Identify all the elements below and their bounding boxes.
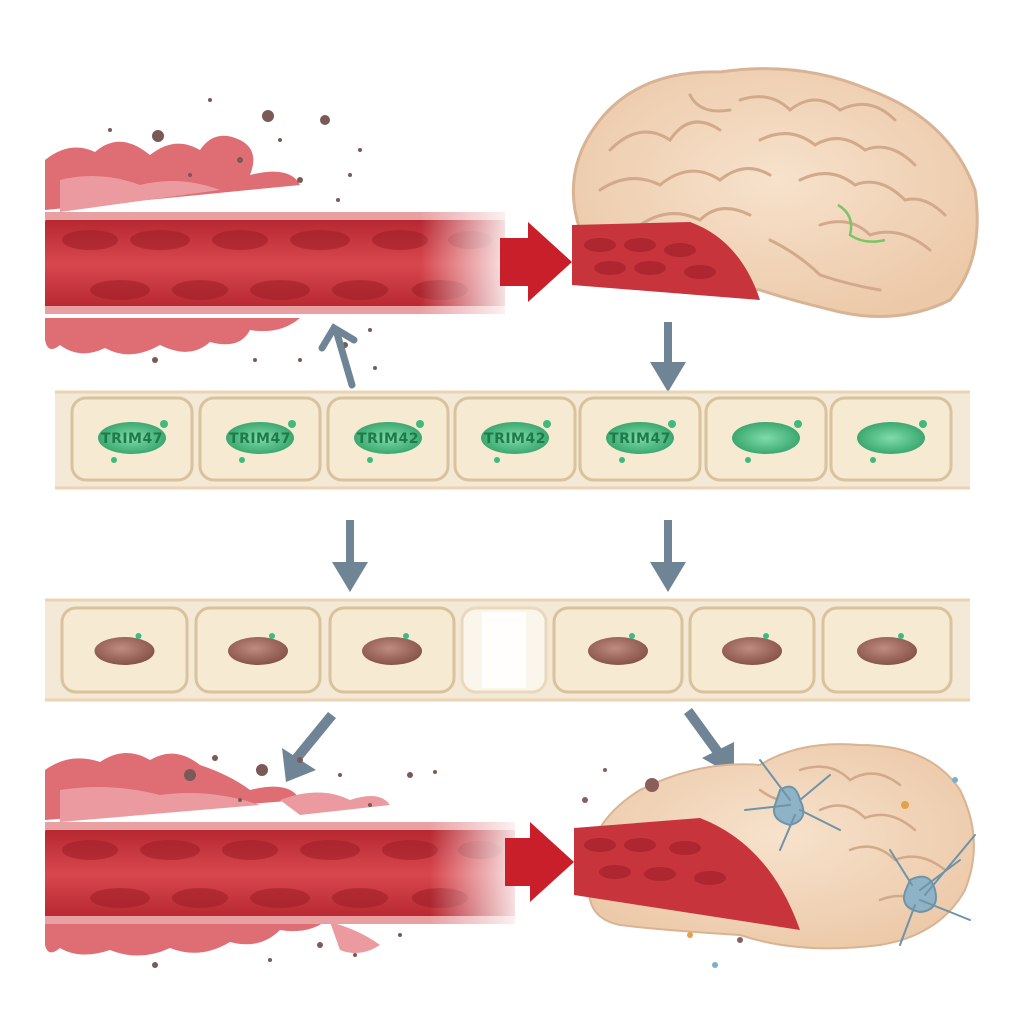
blood-splatter-lower: [45, 318, 300, 355]
endothelial-cell-trim47-deficient: [60, 606, 189, 694]
trim47-protein-icon: [481, 422, 549, 454]
nucleus-icon: [94, 637, 155, 665]
trim47-protein-icon: [857, 422, 925, 454]
nucleus-icon: [588, 637, 648, 665]
endothelial-cell-layer-1: TRIM47 TRIM47 TRIM42 TRIM42 TRIM47: [55, 390, 970, 490]
trim47-protein-icon: [226, 422, 294, 454]
red-flow-arrow-icon-bottom: [505, 822, 574, 902]
endothelial-cell-trim47-deficient: [552, 606, 684, 694]
nucleus-icon: [722, 637, 782, 665]
brain-vessel-cells-top: [584, 238, 716, 279]
blood-splatter-bottom-lower: [45, 918, 380, 956]
endothelial-cell-trim47: TRIM47: [70, 396, 194, 482]
debris-particles-top-left: [108, 98, 377, 370]
endothelial-cell-trim47: TRIM47: [198, 396, 322, 482]
red-flow-arrow-icon-top: [500, 222, 572, 302]
healthy-brain-group: [571, 67, 979, 318]
gray-down-arrow-icon-right-1: [650, 322, 686, 392]
nucleus-icon: [228, 637, 288, 665]
vessel-wall-top-lower: [45, 306, 505, 314]
blood-splatter-bottom-upper: [45, 752, 390, 822]
endothelial-cell-trim47: [704, 396, 828, 482]
vessel-wall-bottom-upper: [45, 822, 515, 830]
trim47-protein-icon: [98, 422, 166, 454]
endothelial-cell-trim47: TRIM47: [578, 396, 702, 482]
brain-gyri-folds: [598, 93, 947, 292]
trim47-label: TRIM42: [484, 431, 546, 447]
astrocyte-icon: [744, 759, 976, 946]
trim47-protein-icon: [606, 422, 674, 454]
vessel-wall-bottom-lower: [45, 916, 515, 924]
bottom-left-vessel-group: [45, 752, 520, 968]
gray-up-arrow-icon-left: [318, 323, 358, 389]
brain-vessel-cells-bottom: [584, 838, 726, 885]
trim47-protein-icon: [732, 422, 800, 454]
vessel-entering-brain-top: [572, 222, 760, 300]
gray-down-arrow-icon-left-2: [332, 520, 368, 592]
vessel-fade-top: [420, 212, 510, 314]
trim47-label: TRIM47: [229, 431, 291, 447]
vessel-wall-top-upper: [45, 212, 505, 220]
endothelial-cell-trim47-deficient: [328, 606, 456, 694]
endothelial-cell-trim47: TRIM42: [453, 396, 577, 482]
inflammation-dots: [582, 768, 958, 968]
trim47-label: TRIM42: [357, 431, 419, 447]
nucleus-icon: [857, 637, 917, 665]
debris-particles-bottom-left: [152, 755, 437, 968]
endothelial-cell-trim47-deficient: [821, 606, 953, 694]
endothelial-cell-trim47-deficient: [688, 606, 816, 694]
top-left-vessel-group: [45, 98, 510, 370]
nucleus-icon: [362, 637, 422, 665]
gray-down-arrow-icon-right-2: [650, 520, 686, 592]
brain-green-highlight: [837, 203, 886, 243]
blood-splatter-upper: [45, 135, 300, 212]
endothelial-cell-trim47: [829, 396, 953, 482]
trim47-protein-icon: [354, 422, 422, 454]
endothelial-cell-layer-2: [45, 598, 970, 702]
tight-junction-gap: [460, 606, 548, 694]
endothelial-cell-trim47-deficient: [194, 606, 322, 694]
gray-down-left-arrow-icon: [282, 712, 336, 782]
endothelial-cell-trim47: TRIM42: [326, 396, 450, 482]
damaged-brain-group: [574, 743, 976, 968]
trim47-label: TRIM47: [609, 431, 671, 447]
trim47-label: TRIM47: [101, 431, 163, 447]
